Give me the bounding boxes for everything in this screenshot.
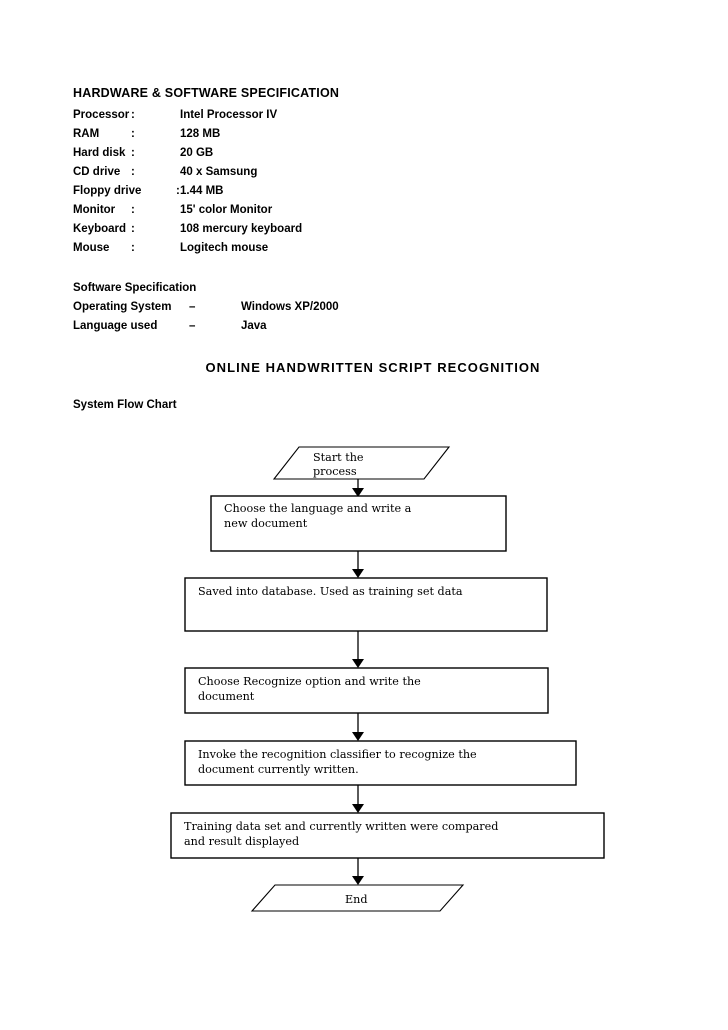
spec-value: 20 GB [180,147,214,159]
flow-node-start-line-1: Start the [313,451,364,464]
hardware-specification-section: HARDWARE & SOFTWARE SPECIFICATION Proces… [73,86,663,261]
spec-value: 40 x Samsung [180,166,258,178]
spec-separator: : [131,204,135,216]
flow-node-end-label: End [345,893,368,906]
spec-label: Mouse [73,242,110,254]
spec-separator: : [131,147,135,159]
arrowhead-saved-to-recognize [352,659,364,668]
spec-label: Hard disk [73,147,126,159]
spec-separator: : [131,109,135,121]
spec-row-processor: Processor : Intel Processor IV [73,109,663,128]
spec-label: Operating System [73,301,172,313]
spec-row-mouse: Mouse : Logitech mouse [73,242,663,261]
flow-node-invoke-classifier-line-2: document currently written. [198,763,359,776]
spec-row-ram: RAM : 128 MB [73,128,663,147]
software-heading-row: Software Specification [73,282,663,301]
arrowhead-start-to-choose [352,488,364,497]
spec-value: Java [241,320,267,332]
spec-value: 128 MB [180,128,221,140]
spec-label: Language used [73,320,158,332]
spec-value: Windows XP/2000 [241,301,339,313]
flow-node-saved-database-line-1: Saved into database. Used as training se… [198,585,463,598]
flow-node-choose-language-shape [210,495,507,552]
flow-node-compare-result-shape [170,812,605,859]
spec-row-keyboard: Keyboard : 108 mercury keyboard [73,223,663,242]
software-heading: Software Specification [73,282,197,294]
hardware-heading: HARDWARE & SOFTWARE SPECIFICATION [73,86,340,100]
spec-row-floppy-drive: Floppy drive : 1.44 MB [73,185,663,204]
spec-label: Keyboard [73,223,127,235]
flow-node-start-line-2: process [313,465,357,478]
flow-node-choose-recognize-shape [184,667,549,714]
spec-separator: : [131,242,135,254]
spec-separator: : [131,128,135,140]
spec-row-cd-drive: CD drive : 40 x Samsung [73,166,663,185]
flow-node-compare-result-line-1: Training data set and currently written … [184,820,498,833]
spec-row-hard-disk: Hard disk : 20 GB [73,147,663,166]
flow-node-choose-language-line-1: Choose the language and write a [224,502,412,515]
spec-separator: : [131,223,135,235]
flow-node-choose-recognize-line-2: document [198,690,255,703]
software-specification-section: Software Specification Operating System … [73,282,663,339]
spec-separator: – [189,301,196,313]
flow-node-compare-result-line-2: and result displayed [184,835,299,848]
arrowhead-recognize-to-invoke [352,732,364,741]
spec-label: CD drive [73,166,121,178]
page-title: ONLINE HANDWRITTEN SCRIPT RECOGNITION [205,360,541,375]
flow-node-saved-database-shape [184,577,548,632]
spec-label: RAM [73,128,100,140]
flow-node-choose-recognize-line-1: Choose Recognize option and write the [198,675,421,688]
flow-node-start-shape [272,446,451,480]
spec-row-monitor: Monitor : 15' color Monitor [73,204,663,223]
flow-node-invoke-classifier-shape [184,740,577,786]
arrowhead-compare-to-end [352,876,364,885]
spec-separator: : [131,166,135,178]
spec-value: Logitech mouse [180,242,269,254]
flow-node-invoke-classifier-line-1: Invoke the recognition classifier to rec… [198,748,477,761]
spec-value: Intel Processor IV [180,109,278,121]
spec-row-operating-system: Operating System – Windows XP/2000 [73,301,663,320]
arrowhead-choose-to-saved [352,569,364,578]
spec-value: 108 mercury keyboard [180,223,303,235]
flow-chart-heading: System Flow Chart [73,399,177,411]
spec-label: Floppy drive [73,185,142,197]
spec-row-language-used: Language used – Java [73,320,663,339]
spec-label: Processor [73,109,130,121]
spec-separator: : [176,185,180,197]
spec-label: Monitor [73,204,116,216]
flow-node-end-shape [250,884,465,912]
spec-value: 15' color Monitor [180,204,273,216]
spec-value: 1.44 MB [180,185,224,197]
flow-node-choose-language-line-2: new document [224,517,308,530]
spec-separator: – [189,320,196,332]
arrowhead-invoke-to-compare [352,804,364,813]
